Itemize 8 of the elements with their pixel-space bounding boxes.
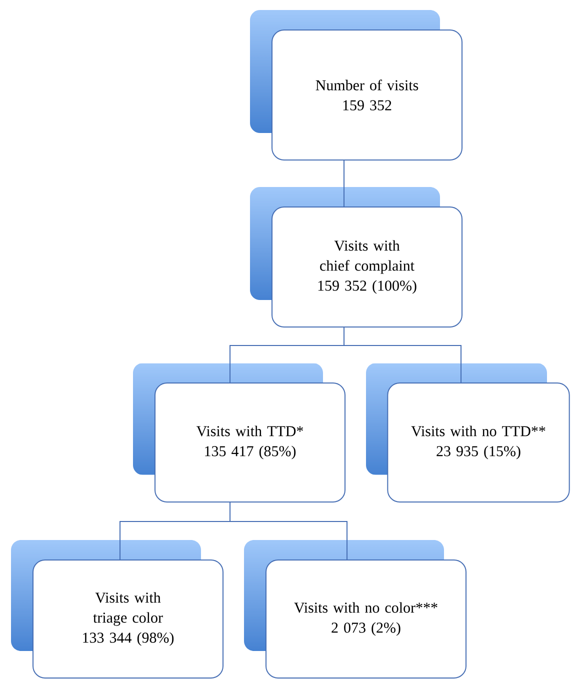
process-box: Number of visits 159 352: [272, 30, 462, 160]
process-box: Visits with no TTD** 23 935 (15%): [387, 382, 570, 502]
process-box: Visits with chief complaint 159 352 (100%): [272, 206, 462, 328]
process-box: Visits with TTD* 135 417 (85%): [154, 382, 346, 502]
connector: [230, 502, 348, 560]
process-box: Visits with no color*** 2 073 (2%): [266, 560, 466, 678]
connector: [344, 327, 462, 383]
process-box: Visits with triage color 133 344 (98%): [32, 560, 224, 678]
